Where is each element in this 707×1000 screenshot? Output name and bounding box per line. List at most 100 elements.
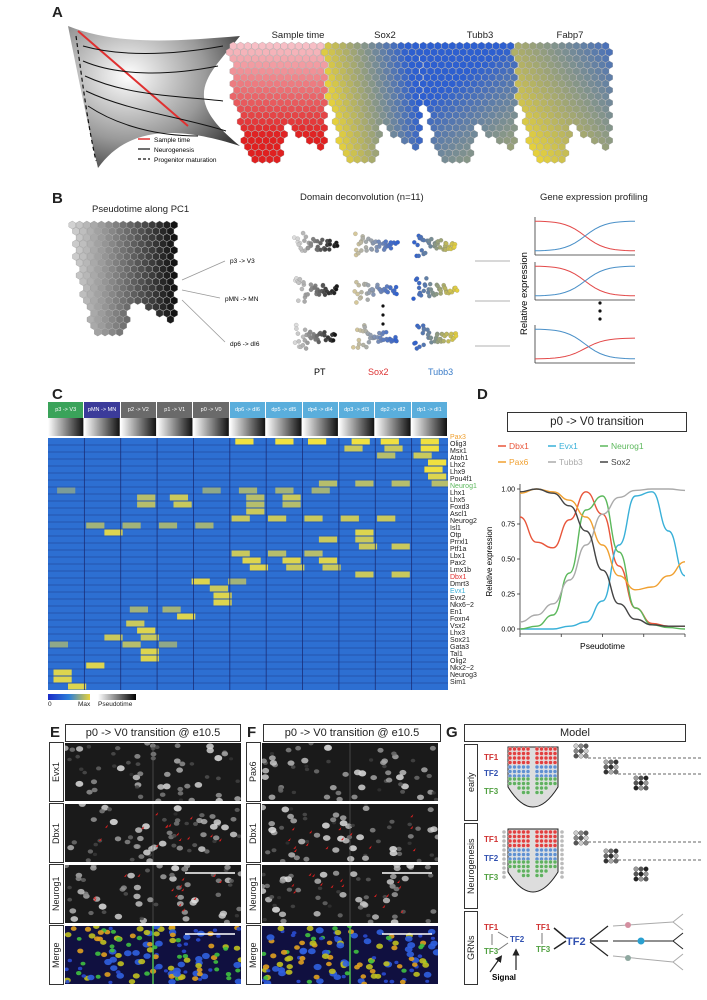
pseudotime-segment [193, 418, 229, 436]
hex-map-0 [226, 41, 328, 164]
heat-cell [246, 508, 265, 515]
legend-entry-tubb3: Tubb3 [559, 457, 583, 467]
heat-cell [162, 606, 181, 613]
series-line-pax6 [519, 488, 686, 591]
heat-cell [213, 599, 232, 606]
gene-label: Isl1 [450, 525, 461, 532]
heat-cell [137, 627, 156, 634]
heat-cell [140, 655, 159, 662]
legend-entry-pax6: Pax6 [509, 457, 529, 467]
tf3-early: TF3 [484, 787, 499, 796]
heat-cell [322, 564, 341, 571]
heat-cell [282, 501, 301, 508]
tf2-neuro: TF2 [484, 854, 499, 863]
gene-label: Lhx1 [450, 490, 466, 497]
column-header: p1 -> V1 [157, 402, 194, 418]
panel-b-graphic: p3 -> V3 pMN -> MN dp6 -> dI6 PT Sox2 Tu… [68, 217, 636, 377]
heat-cell [57, 487, 76, 494]
scatter-1-1 [352, 279, 399, 305]
col-label-tubb3: Tubb3 [428, 367, 453, 377]
heat-cell [177, 613, 196, 620]
neuron-mid [613, 932, 684, 950]
scatter-0-0 [292, 230, 340, 253]
heat-cell [86, 662, 105, 669]
tf1-early: TF1 [484, 753, 499, 762]
heat-cell [86, 522, 105, 529]
gene-label: Nkx2−2 [450, 665, 474, 672]
heat-cell [311, 487, 330, 494]
column-header: dp3 -> dI3 [338, 402, 376, 418]
heat-cell [202, 487, 221, 494]
map-title-sample-time: Sample time [271, 30, 325, 41]
heat-cell [231, 550, 250, 557]
heat-cell [391, 571, 410, 578]
row-label-merge: Merge [246, 925, 261, 985]
legend-pseudotime: Pseudotime [98, 701, 133, 708]
gene-label: Dbx1 [450, 574, 467, 581]
scatter-0-1 [353, 231, 400, 258]
y-tick-label: 1.00 [501, 487, 515, 494]
tf2-early: TF2 [484, 769, 499, 778]
heat-cell [318, 557, 338, 564]
gene-label: Foxn4 [450, 616, 470, 623]
panel-g-model: TF1 TF2 TF3 TF1 TF2 TF3 TF1 TF3 TF2 Sign… [484, 743, 703, 982]
gene-label: Pax3 [450, 434, 466, 441]
heat-cell [377, 452, 396, 459]
heatmap [48, 438, 448, 690]
column-header: dp6 -> dI6 [229, 402, 267, 418]
pseudotime-segment [48, 418, 84, 436]
heat-cell [428, 473, 447, 480]
gene-label: Ascl1 [450, 511, 468, 518]
gene-label: Neurog1 [450, 483, 477, 490]
gene-label: Neurog3 [450, 672, 477, 679]
pseudotime-segment [157, 418, 193, 436]
heat-cell [231, 515, 250, 522]
series-line-evx1 [520, 491, 686, 630]
grn-tf2-b: TF2 [566, 936, 586, 948]
gene-label: Tal1 [450, 651, 463, 658]
tube-cells [502, 829, 564, 879]
row-label-neurogenesis: Neurogenesis [464, 823, 478, 909]
heat-cell [213, 592, 232, 599]
scatter-1-0 [293, 276, 339, 304]
gene-label: Lhx5 [450, 497, 466, 504]
heat-cell [286, 564, 305, 571]
row-label-grns: GRNs [464, 911, 478, 985]
grn-tf1-a: TF1 [484, 923, 499, 932]
grn-tf2-a: TF2 [510, 935, 525, 944]
heat-cell [129, 606, 148, 613]
gene-label: Lhx2 [450, 462, 466, 469]
heat-cell [377, 515, 396, 522]
micrograph-neurog1 [64, 864, 242, 924]
neuron-bottom [612, 953, 684, 971]
column-header: dp5 -> dI5 [266, 402, 303, 418]
column-header: pMN -> MN [84, 402, 121, 418]
micrograph-dbx1 [64, 803, 242, 863]
hex-map-2 [416, 41, 518, 164]
gene-label: Lmx1b [450, 567, 472, 574]
heat-cell [275, 487, 294, 494]
y-tick-label: 0.25 [501, 592, 515, 599]
cell-column-stacks [573, 743, 649, 791]
heat-cell [169, 494, 188, 501]
hex-map-1 [321, 41, 423, 164]
gene-label: Dmrt3 [450, 581, 470, 588]
micrograph-merge [261, 925, 439, 985]
heat-cell [282, 557, 301, 564]
pseudotime-segment [120, 418, 157, 436]
panel-label-a: A [52, 4, 63, 21]
panel-a-hex-maps [226, 41, 613, 164]
heat-cell [158, 522, 178, 529]
series-line-sox2 [519, 488, 685, 627]
heat-cell [137, 501, 156, 508]
heat-cell [420, 438, 439, 445]
map-title-sox2: Sox2 [374, 30, 396, 41]
heat-cell [431, 480, 448, 487]
heat-cell [242, 557, 261, 564]
row-label-dbx1: Dbx1 [49, 803, 64, 863]
gene-label: Evx1 [450, 588, 466, 595]
panel-label-g: G [446, 724, 458, 741]
map-title-fabp7: Fabp7 [556, 30, 584, 41]
heat-cell [122, 641, 141, 648]
col-label-sox2: Sox2 [368, 367, 389, 377]
